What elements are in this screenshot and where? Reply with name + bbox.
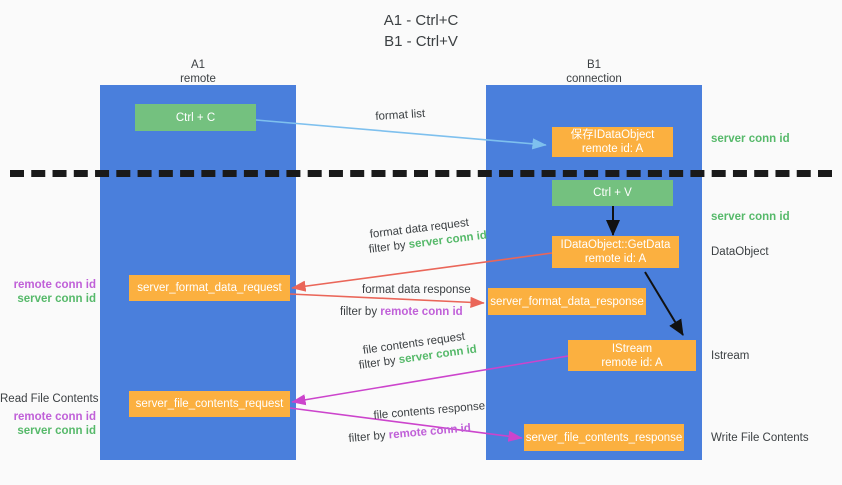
column-header-b1-name: B1: [586, 59, 602, 71]
node-server-format-data-request[interactable]: server_format_data_request: [129, 275, 290, 301]
left-label-server-conn-id-1: server conn id: [17, 293, 96, 305]
dashed-divider: [10, 170, 832, 177]
node-ctrl-v-label: Ctrl + V: [593, 187, 632, 199]
node-save-idataobject-line2: remote id: A: [581, 143, 644, 155]
node-save-idataobject[interactable]: 保存IDataObject remote id: A: [552, 127, 673, 157]
node-server-format-data-response-label: server_format_data_response: [490, 295, 644, 308]
left-label-group-format: remote conn id server conn id: [0, 278, 96, 306]
column-header-a1: A1 remote: [118, 58, 278, 86]
node-idataobject-getdata-line2: remote id: A: [584, 253, 647, 265]
node-idataobject-getdata-line1: IDataObject::GetData: [560, 239, 671, 251]
edge-label-format-list: format list: [375, 107, 426, 123]
node-server-file-contents-request[interactable]: server_file_contents_request: [129, 391, 290, 417]
right-label-dataobject: DataObject: [711, 246, 769, 258]
column-header-a1-sub: remote: [180, 73, 216, 85]
node-ctrl-v[interactable]: Ctrl + V: [552, 180, 673, 206]
filter-prefix: filter by: [358, 354, 400, 372]
node-server-file-contents-response[interactable]: server_file_contents_response: [524, 424, 684, 451]
right-label-server-conn-id-mid: server conn id: [711, 211, 790, 223]
column-header-a1-name: A1: [190, 59, 206, 71]
right-label-server-conn-id-top: server conn id: [711, 133, 790, 145]
node-server-file-contents-request-label: server_file_contents_request: [135, 398, 284, 410]
left-label-remote-conn-id-1: remote conn id: [13, 279, 96, 291]
node-istream-line2: remote id: A: [601, 356, 663, 369]
left-label-remote-conn-id-2: remote conn id: [13, 411, 96, 423]
node-istream[interactable]: IStream remote id: A: [568, 340, 696, 371]
left-label-group-file: Read File Contents remote conn id server…: [0, 392, 99, 438]
node-ctrl-c-label: Ctrl + C: [175, 111, 216, 124]
edge-label-file-contents-response-filter: filter by remote conn id: [348, 421, 472, 447]
edge-label-format-data-response: format data response: [362, 284, 471, 296]
filter-value-remote-conn-id: remote conn id: [388, 422, 472, 442]
left-label-read-file-contents: Read File Contents: [0, 393, 99, 405]
node-server-file-contents-response-label: server_file_contents_response: [525, 431, 683, 444]
filter-value-remote-conn-id: remote conn id: [380, 306, 463, 318]
column-header-b1-sub: connection: [566, 73, 622, 85]
node-server-format-data-response[interactable]: server_format_data_response: [488, 288, 646, 315]
node-ctrl-c[interactable]: Ctrl + C: [135, 104, 256, 131]
filter-prefix: filter by: [348, 429, 390, 445]
edge-label-format-data-response-filter: filter by remote conn id: [340, 305, 463, 320]
title-line-1: A1 - Ctrl+C: [383, 12, 459, 29]
node-save-idataobject-line1: 保存IDataObject: [570, 129, 655, 141]
title-line-2: B1 - Ctrl+V: [384, 33, 458, 50]
column-header-b1: B1 connection: [514, 58, 674, 86]
node-server-format-data-request-label: server_format_data_request: [137, 282, 282, 294]
page-title: A1 - Ctrl+C B1 - Ctrl+V: [0, 10, 842, 52]
filter-prefix: filter by: [340, 306, 381, 318]
node-idataobject-getdata[interactable]: IDataObject::GetData remote id: A: [552, 236, 679, 268]
left-label-server-conn-id-2: server conn id: [17, 425, 96, 437]
filter-prefix: filter by: [368, 239, 410, 256]
node-istream-line1: IStream: [611, 342, 653, 355]
edge-label-file-contents-response: file contents response: [373, 400, 486, 422]
right-label-istream: Istream: [711, 350, 750, 362]
right-label-write-file-contents: Write File Contents: [711, 432, 809, 444]
